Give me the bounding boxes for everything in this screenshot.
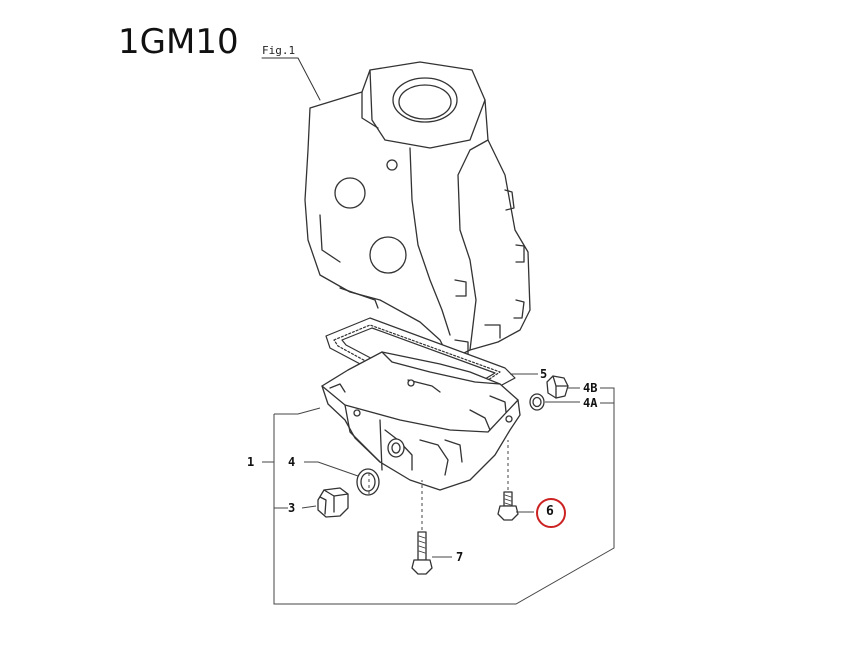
highlight-circle bbox=[536, 498, 566, 528]
callout-1: 1 bbox=[247, 455, 255, 469]
oil-pan bbox=[321, 351, 521, 491]
callout-4b: 4B bbox=[583, 381, 598, 395]
bolt-6 bbox=[497, 491, 519, 521]
washer-4a bbox=[529, 393, 545, 411]
callout-4: 4 bbox=[288, 455, 296, 469]
engine-block bbox=[304, 61, 531, 361]
model-title: 1GM10 bbox=[118, 22, 239, 62]
plug-4b bbox=[546, 375, 569, 399]
figure-leader-line bbox=[261, 57, 321, 101]
callout-5: 5 bbox=[540, 367, 548, 381]
figure-label: Fig.1 bbox=[262, 44, 296, 57]
drain-plug-3 bbox=[317, 487, 349, 518]
callout-7: 7 bbox=[456, 550, 464, 564]
washer-4 bbox=[356, 468, 380, 496]
callout-3: 3 bbox=[288, 501, 296, 515]
callout-leader-lines bbox=[262, 373, 615, 605]
callout-4a: 4A bbox=[583, 396, 598, 410]
bolt-7 bbox=[411, 531, 433, 575]
callout-6: 6 bbox=[546, 504, 554, 519]
